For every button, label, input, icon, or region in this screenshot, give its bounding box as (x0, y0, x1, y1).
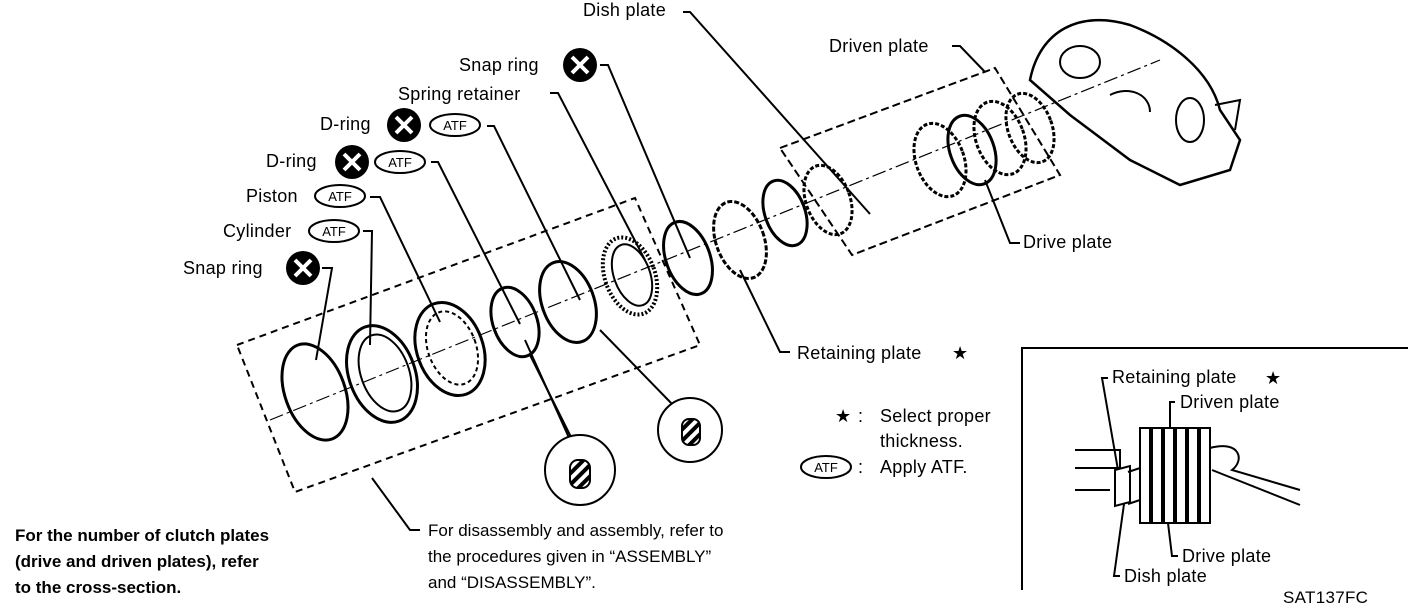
label-d-ring-2: D-ring (266, 151, 317, 171)
replace-x-icon (387, 108, 421, 142)
legend-separator: : (858, 457, 864, 477)
atf-badge (308, 219, 360, 243)
cylinder-part (345, 324, 419, 424)
inset-label-drive-plate: Drive plate (1182, 546, 1272, 566)
replace-x-icon (335, 145, 369, 179)
label-snap-ring-top: Snap ring (459, 55, 539, 75)
label-piston: Piston (246, 186, 298, 206)
figure-code: SAT137FC (1283, 588, 1369, 607)
label-spring-retainer: Spring retainer (398, 84, 521, 104)
snap-ring-top-part (662, 220, 714, 296)
drive-plate-part (802, 163, 854, 237)
label-retaining-plate: Retaining plate (797, 343, 922, 363)
dashed-group-box (235, 196, 702, 494)
inset-label-driven-plate: Driven plate (1180, 392, 1280, 412)
atf-badge (314, 184, 366, 208)
dish-plate-part (761, 178, 809, 248)
atf-label: ATF (328, 189, 352, 204)
snap-ring-bottom-part (280, 342, 350, 442)
atf-badge (374, 150, 426, 174)
atf-label: ATF (443, 118, 467, 133)
label-driven-plate: Driven plate (829, 36, 929, 56)
transmission-case (1028, 18, 1242, 187)
piston-part (413, 301, 487, 397)
atf-badge (429, 113, 481, 137)
legend-star-text-2: thickness. (880, 431, 964, 451)
label-d-ring-1: D-ring (320, 114, 371, 134)
clutch-pack-box (778, 66, 1062, 257)
star-icon: ★ (1265, 368, 1281, 389)
atf-label: ATF (814, 460, 838, 475)
inset-label-retaining-plate: Retaining plate (1112, 367, 1237, 387)
replace-x-icon (563, 48, 597, 82)
d-ring-outer-part (538, 260, 598, 344)
legend-separator: : (858, 406, 864, 426)
label-cylinder: Cylinder (223, 221, 292, 241)
atf-label: ATF (322, 224, 346, 239)
replace-x-icon (286, 251, 320, 285)
atf-label: ATF (388, 155, 412, 170)
spring-retainer-part (600, 235, 660, 317)
inset-label-dish-plate: Dish plate (1124, 566, 1208, 586)
clutch-plates-note: For the number of clutch plates (drive a… (15, 526, 270, 597)
label-drive-plate: Drive plate (1023, 232, 1113, 252)
star-icon: ★ (952, 343, 968, 364)
legend-atf-text: Apply ATF. (880, 457, 968, 477)
assembly-note: For disassembly and assembly, refer to t… (428, 521, 724, 592)
atf-badge (800, 455, 852, 479)
label-snap-ring-bottom: Snap ring (183, 258, 263, 278)
star-icon: ★ (835, 406, 851, 427)
cross-section-inset (1021, 347, 1408, 590)
legend-star-text-1: Select proper (880, 406, 991, 426)
retaining-plate-part (712, 200, 768, 280)
d-ring-inner-part (489, 285, 541, 359)
label-dish-plate: Dish plate (583, 0, 667, 20)
